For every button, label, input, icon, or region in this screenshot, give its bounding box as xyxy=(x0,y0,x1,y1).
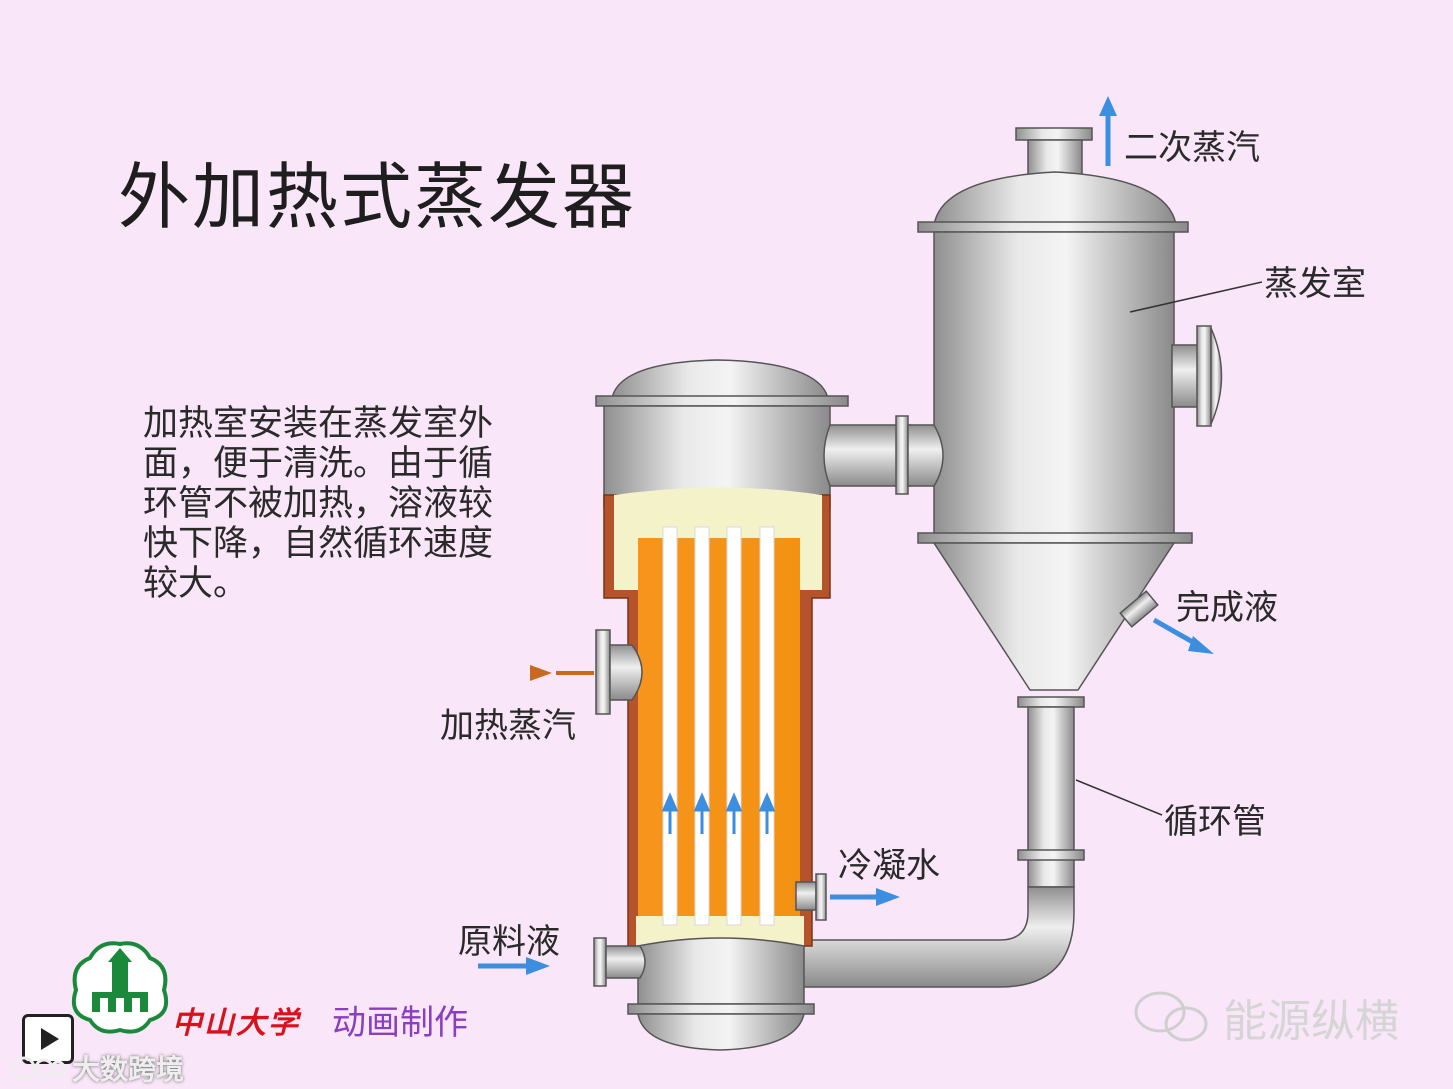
page-title: 外加热式蒸发器 xyxy=(118,138,636,243)
evaporation-chamber-label: 蒸发室 xyxy=(1264,256,1366,305)
finished-liquid-label: 完成液 xyxy=(1176,580,1278,629)
feed-liquid-label: 原料液 xyxy=(458,914,560,963)
credit: 中山大学 动画制作 xyxy=(172,995,468,1044)
circulation-pipe-label: 循环管 xyxy=(1164,794,1266,843)
heating-steam-arrow xyxy=(530,665,594,681)
university-name: 中山大学 xyxy=(172,998,300,1042)
wechat-watermark: 能源纵横 xyxy=(1133,985,1399,1049)
watermark-logo-icon xyxy=(10,1052,66,1084)
wechat-watermark-text: 能源纵横 xyxy=(1223,985,1399,1049)
description-text: 加热室安装在蒸发室外面，便于清洗。由于循环管不被加热，溶液较快下降，自然循环速度… xyxy=(143,404,513,604)
heating-steam-label: 加热蒸汽 xyxy=(440,698,576,747)
condensate-label: 冷凝水 xyxy=(838,838,940,887)
university-logo xyxy=(74,943,166,1031)
bottom-left-watermark: 大数跨境 xyxy=(10,1048,184,1088)
bottom-left-watermark-text: 大数跨境 xyxy=(72,1048,184,1088)
animation-credit: 动画制作 xyxy=(332,995,468,1044)
circulation-pipe-leader xyxy=(1076,780,1162,815)
secondary-steam-label: 二次蒸汽 xyxy=(1124,120,1260,169)
secondary-steam-arrow xyxy=(1099,96,1117,166)
condensate-arrow xyxy=(830,888,900,906)
